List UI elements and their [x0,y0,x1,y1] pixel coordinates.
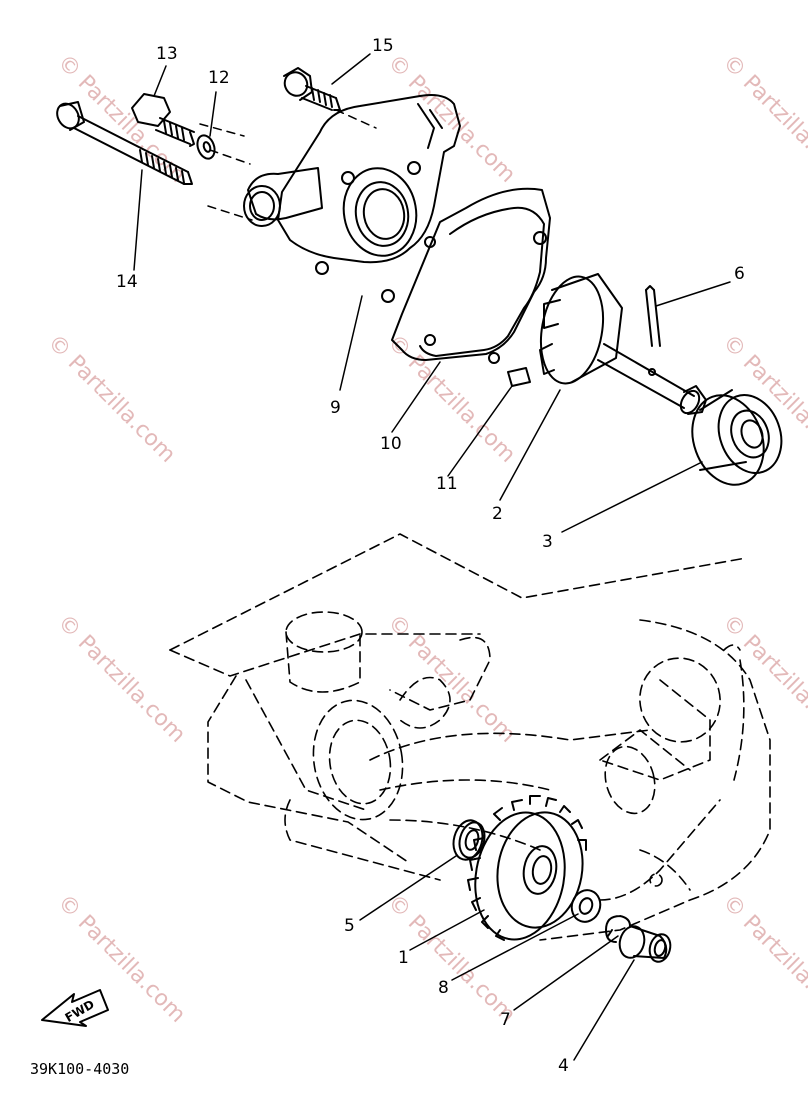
callout-10: 10 [380,434,402,454]
callout-8: 8 [438,978,449,998]
oil-seal-3 [680,385,792,495]
fwd-arrow-icon [42,990,108,1026]
callout-6: 6 [734,264,745,284]
gear-1 [466,796,592,947]
callout-13: 13 [156,44,178,64]
crankcase-outline [170,534,770,940]
leader-lines [134,54,730,1060]
diagram-part-code: 39K100-4030 [30,1060,130,1078]
bolt-15 [280,68,340,110]
callout-15: 15 [372,36,394,56]
callout-11: 11 [436,474,458,494]
callout-12: 12 [208,68,230,88]
callout-1: 1 [398,948,409,968]
washer-5 [449,817,488,863]
callout-3: 3 [542,532,553,552]
washer-12 [194,133,217,161]
pin-6 [646,286,660,375]
collar-4 [616,923,673,964]
dowel-11 [508,368,530,386]
bolt-14 [53,100,192,184]
pump-cover-9 [244,95,460,302]
callout-14: 14 [116,272,138,292]
impeller-shaft-2 [533,272,706,417]
leader-lines-dashed [200,110,376,220]
gasket-10 [392,189,550,363]
washer-8 [567,886,604,926]
callout-5: 5 [344,916,355,936]
callout-9: 9 [330,398,341,418]
callout-7: 7 [500,1010,511,1030]
callout-4: 4 [558,1056,569,1076]
bolt-13 [132,94,194,146]
callout-2: 2 [492,504,503,524]
